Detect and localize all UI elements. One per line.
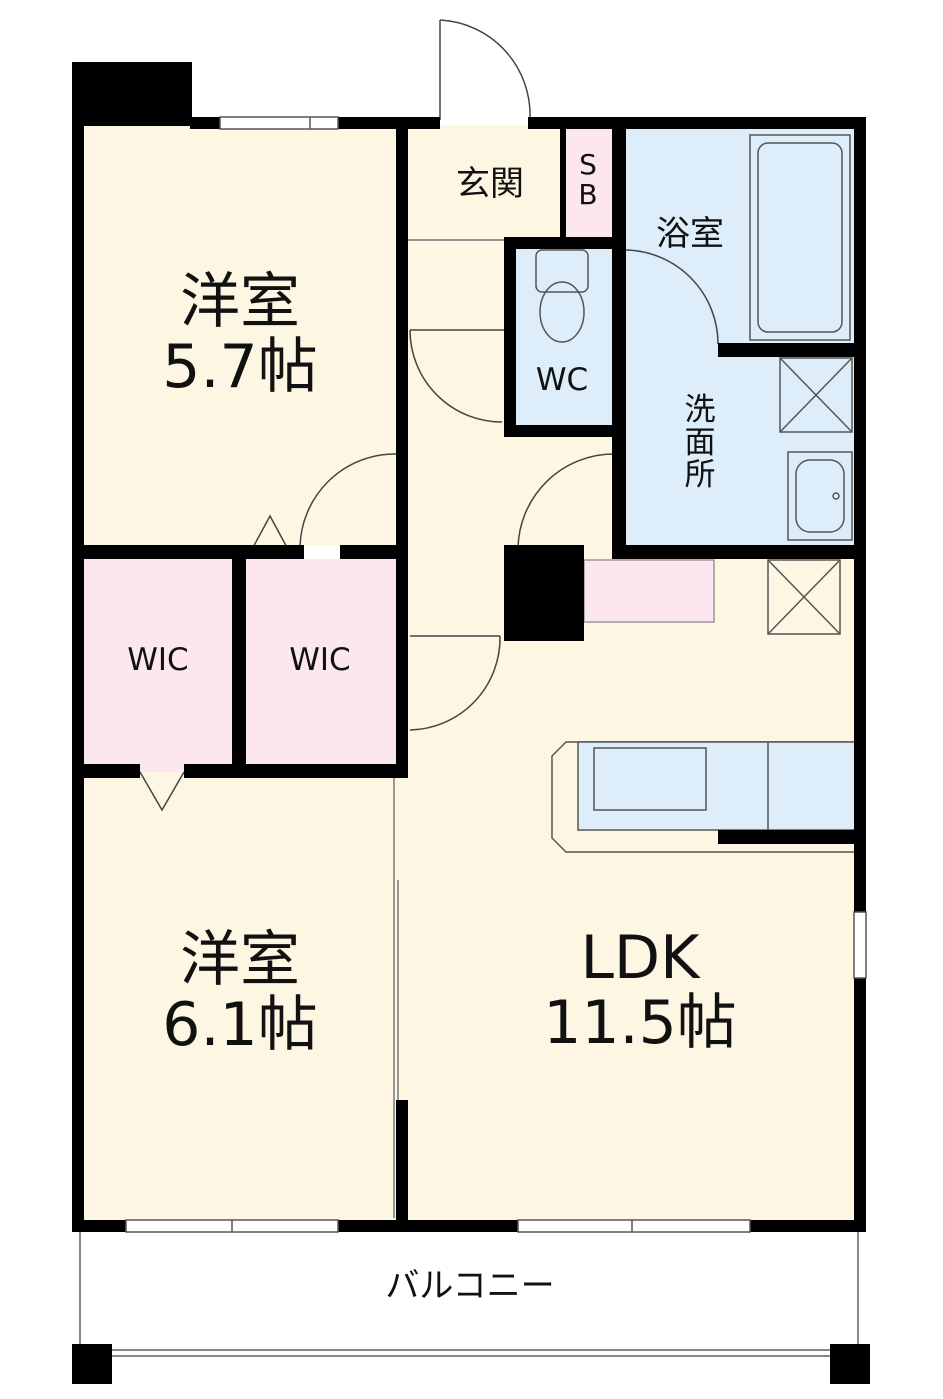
door-gap-room-1 <box>304 545 340 559</box>
shoe-box-floor <box>564 125 620 237</box>
closet-left-label: WIC <box>127 642 189 678</box>
western-room-2-floor <box>80 772 402 1224</box>
fixtures <box>393 134 859 1218</box>
toilet-bowl <box>535 249 589 343</box>
toilet-floor <box>510 245 614 429</box>
closet-right-label: WIC <box>289 642 351 678</box>
toilet-label: WC <box>535 362 589 398</box>
ldk-size: 11.5帖 <box>543 987 737 1058</box>
kitchen-storage <box>583 559 715 623</box>
kitchen-counter <box>551 741 859 853</box>
western-room-1-label: 洋室 5.7帖 <box>130 270 350 400</box>
washroom-floor <box>620 349 858 549</box>
window-ldk-side <box>853 911 867 979</box>
windows <box>125 116 867 1233</box>
ldk-name: LDK <box>580 923 700 993</box>
entrance-label: 玄関 <box>456 164 524 204</box>
door-swings <box>139 19 719 812</box>
window-room-1 <box>219 116 339 130</box>
floor-fills <box>80 125 858 1224</box>
western-room-2-name: 洋室 <box>180 925 300 995</box>
ldk-floor <box>402 553 858 1224</box>
window-ldk <box>517 1219 751 1233</box>
closet-right-floor <box>242 553 402 772</box>
bathtub <box>749 134 851 341</box>
western-room-1-floor <box>80 125 402 553</box>
western-room-1-size: 5.7帖 <box>162 331 318 402</box>
balcony <box>72 1232 870 1384</box>
ldk-label: LDK 11.5帖 <box>520 926 760 1056</box>
shoe-box-label: SB <box>578 148 598 212</box>
bathroom-label: 浴室 <box>656 214 724 254</box>
closet-left-floor <box>80 553 238 772</box>
western-room-2-size: 6.1帖 <box>162 989 318 1060</box>
wash-basin <box>787 451 853 541</box>
western-room-2-label: 洋室 6.1帖 <box>130 928 350 1058</box>
balcony-label: バルコニー <box>385 1266 555 1306</box>
washroom-label: 洗面所 <box>684 392 716 494</box>
western-room-1-name: 洋室 <box>180 267 300 337</box>
